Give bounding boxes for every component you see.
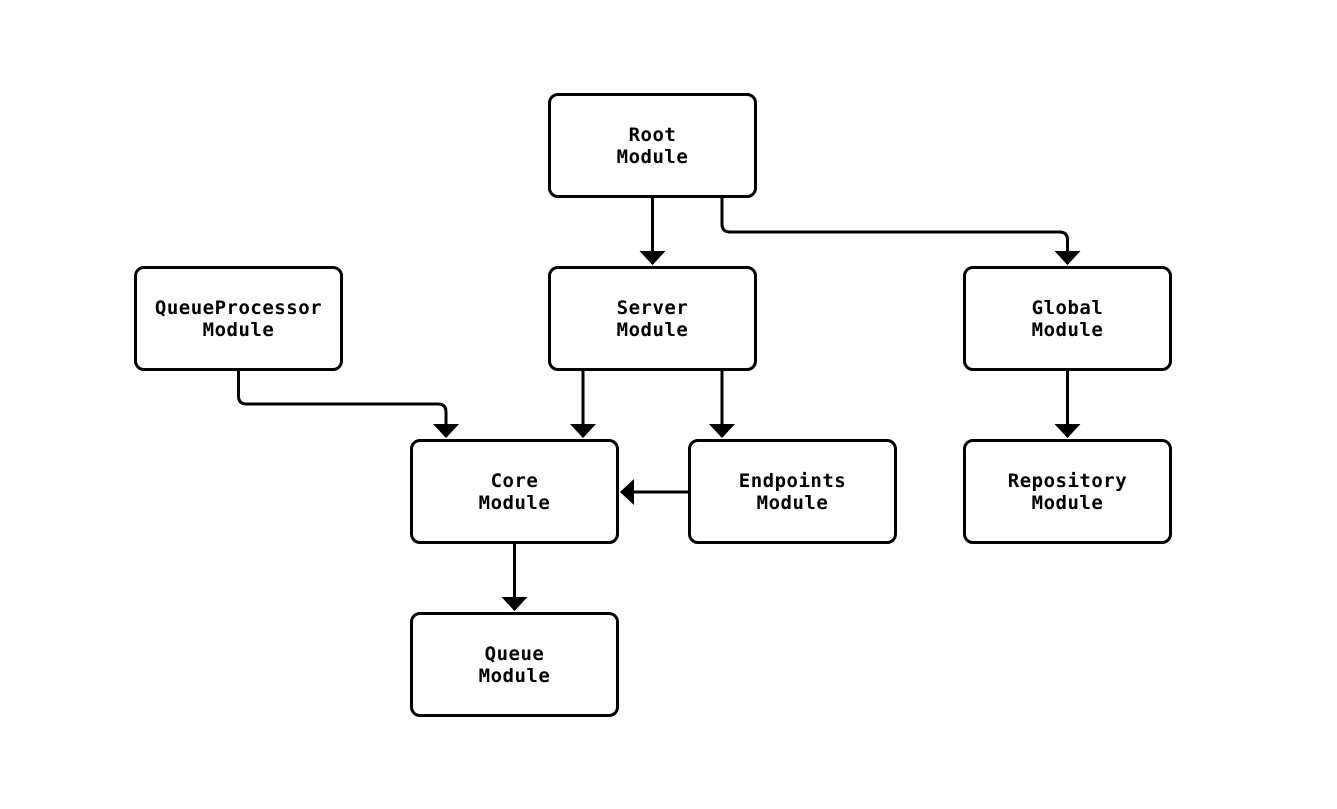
node-root-module-label: Root Module: [616, 123, 689, 168]
node-queueprocessor-module-label: QueueProcessor Module: [154, 296, 323, 341]
node-server-module: Server Module: [548, 266, 757, 371]
node-endpoints-module: Endpoints Module: [688, 439, 897, 544]
node-core-module: Core Module: [410, 439, 619, 544]
node-server-module-label: Server Module: [616, 296, 689, 341]
node-global-module: Global Module: [963, 266, 1172, 371]
node-queue-module-label: Queue Module: [478, 642, 551, 687]
node-global-module-label: Global Module: [1031, 296, 1104, 341]
node-repository-module-label: Repository Module: [1007, 469, 1128, 514]
node-core-module-label: Core Module: [478, 469, 551, 514]
node-queue-module: Queue Module: [410, 612, 619, 717]
node-queueprocessor-module: QueueProcessor Module: [134, 266, 343, 371]
node-repository-module: Repository Module: [963, 439, 1172, 544]
edge-queueprocessor-to-core: [237, 371, 459, 438]
node-root-module: Root Module: [548, 93, 757, 198]
node-endpoints-module-label: Endpoints Module: [738, 469, 847, 514]
edge-root-to-global: [720, 198, 1081, 265]
